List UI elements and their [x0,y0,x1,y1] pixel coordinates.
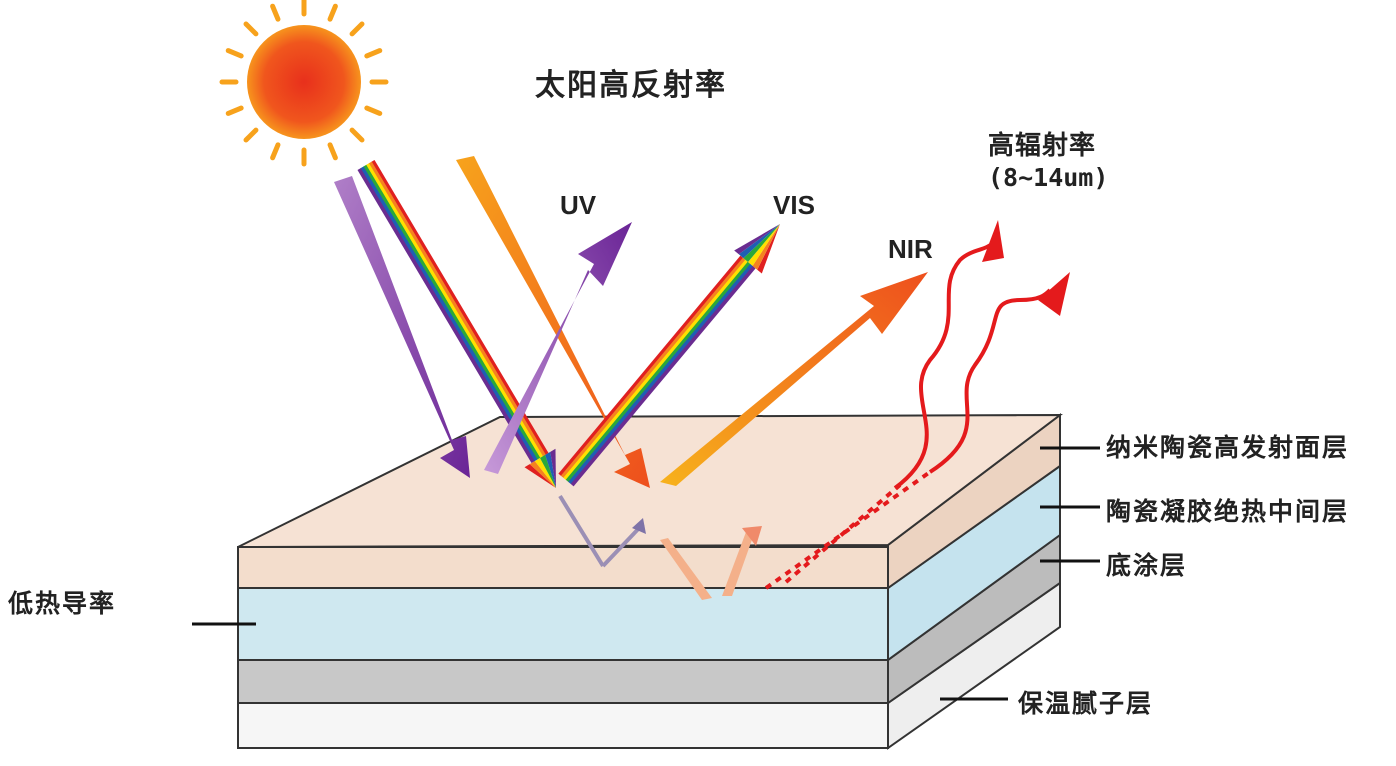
sun-ray [225,48,244,59]
sun-ray [270,142,281,161]
sun-ray [225,105,244,116]
sun-ray [349,127,365,143]
layer-label-primer: 底涂层 [1106,551,1188,580]
layer2-front [237,587,889,661]
sun-ray [364,105,383,116]
sun-ray [349,21,365,37]
low-conductivity-label: 低热导率 [8,589,117,618]
layer3-front [237,659,889,704]
sun-ray [243,127,259,143]
sun-ray [327,3,338,22]
coating-slab [237,412,1063,750]
layer1-front [237,546,889,589]
solar-reflectance-title: 太阳高反射率 [535,68,727,103]
nir-incoming-arrow [456,156,650,488]
layer4-front [237,702,889,749]
sun-ray [327,142,338,161]
internal-reflection-nir [660,526,762,600]
uv-incoming-arrow [334,176,470,478]
vis-label: VIS [773,190,815,220]
uv-reflected-arrow [484,222,632,474]
sun-ray [270,3,281,22]
internal-reflection-vis [558,494,646,568]
sun-icon [219,0,389,167]
thermal-emission-1 [784,220,1004,584]
nir-reflected-arrow [660,272,928,486]
sun-ray [364,48,383,59]
emissivity-range: (8~14um) [988,163,1109,192]
vis-incoming-arrow [357,159,556,488]
layer-label-surface: 纳米陶瓷高发射面层 [1106,433,1350,462]
nir-label: NIR [888,234,933,264]
emissivity-title: 高辐射率 [988,131,1097,161]
uv-label: UV [560,190,597,220]
sun-ray [243,21,259,37]
layer-label-insulation: 陶瓷凝胶绝热中间层 [1106,497,1350,526]
vis-reflected-arrow [558,224,780,487]
layer-label-putty: 保温腻子层 [1018,689,1154,718]
thermal-emission-2 [764,272,1070,590]
